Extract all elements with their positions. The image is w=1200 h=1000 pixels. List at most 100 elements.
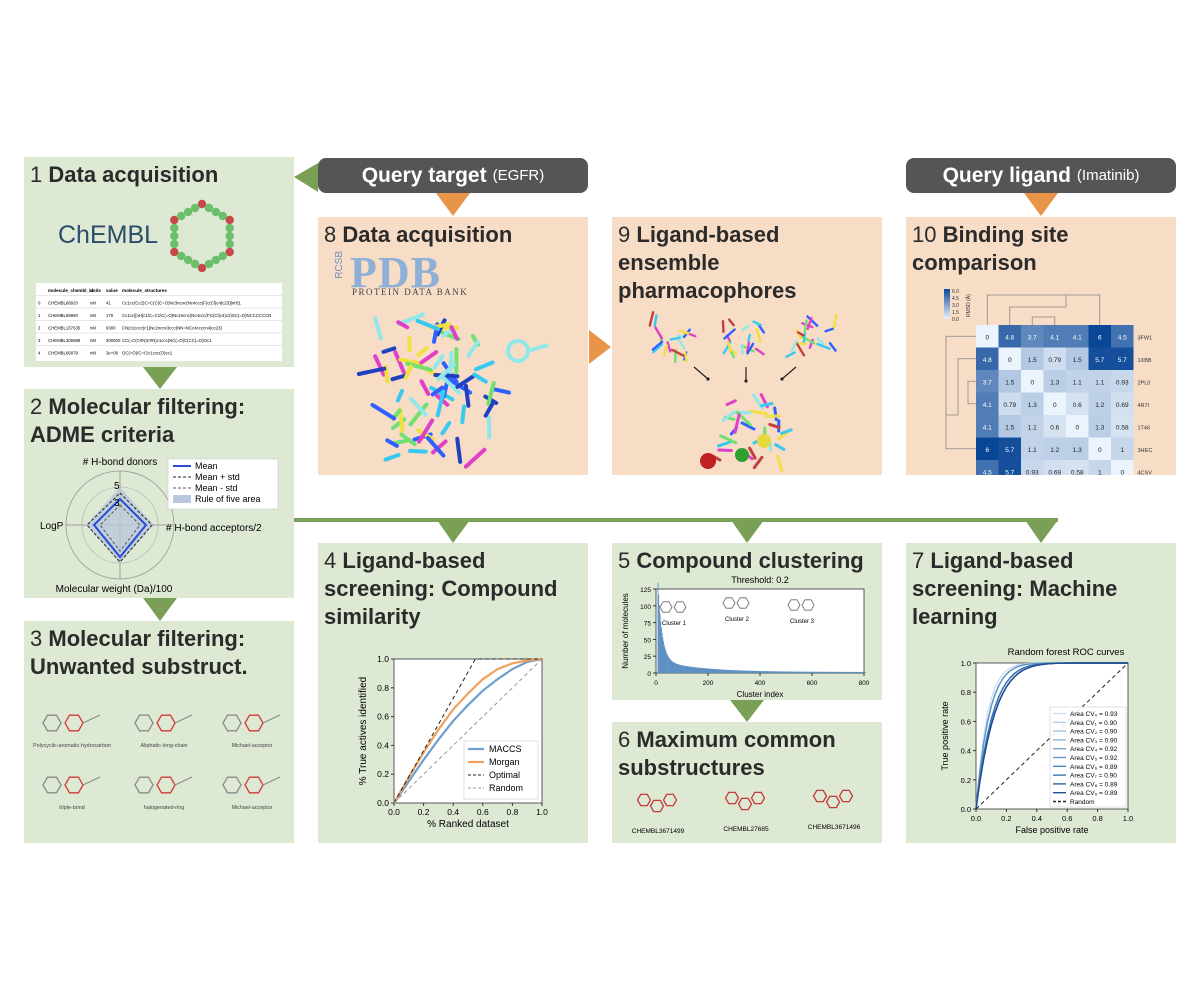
ligand-bond [407,336,412,353]
ligand-bond [398,357,422,366]
heatmap-row-label: 1T46 [1138,425,1151,431]
heatmap-value: 0 [1053,402,1057,409]
ligand-bond [373,354,386,377]
unwanted-molecule [42,776,101,794]
unwanted-label: Michael-acceptor [231,743,272,749]
ligand-bond [466,339,480,358]
table-cell: 4 [38,351,41,356]
pharma-bond [683,351,688,363]
radar-tick-5: 5 [114,481,120,492]
pharma-bond [795,342,806,357]
heatmap-value: 0.69 [1116,402,1129,409]
table-cell: OC(=O)/C=C/c1ccc(O)cc1 [122,351,173,356]
y-tick-label: 0.6 [377,712,389,722]
heatmap-cell [976,370,999,393]
pharma-sphere [757,434,771,448]
x-tick-label: 1.0 [536,807,548,817]
table-cell: CHEMBL68920 [48,301,78,306]
x-tick-label: 0.8 [506,807,518,817]
ligand-bond [385,438,399,448]
table-cell: 1 [38,313,41,318]
x-tick-label: 0.2 [418,807,430,817]
x-tick-label: 0.8 [1092,814,1102,823]
x-tick-label: 0.4 [1032,814,1042,823]
y-tick-label: 0.4 [961,747,971,756]
heatmap-cell [1066,370,1089,393]
table-cell: Cc1cc(Cc2)C=C(C(C=O)Nc3ncnc(Nc4ccc(F)c(C… [122,301,242,306]
rmsd-heatmap: 04.83.74.14.164.53FW13FW14.801.50.791.55… [944,289,1152,475]
pharma-bond [760,402,774,408]
heatmap-value: 1.3 [1028,402,1037,409]
colorbar-tick: 3.0 [952,303,959,309]
hex-dot [204,259,214,269]
pharma-bond [669,336,681,341]
ligand-structure-image [356,312,549,469]
heatmap-cell [1088,437,1111,460]
hex-dot [197,199,207,209]
ligand-bond [432,354,445,370]
pharma-bond [755,327,762,344]
panel-5-title: 5 Compound clustering [618,548,864,573]
panel-3-unwanted: 3 Molecular filtering:Unwanted substruct… [24,621,294,843]
roc-legend-label: Area CV₅ = 0.92 [1070,755,1118,762]
heatmap-cell [998,437,1021,460]
colorbar [944,289,950,319]
ligand-bond [472,372,488,384]
radar-mean [92,497,148,559]
table-cell: nM [90,313,96,318]
mcs-ring [838,789,854,803]
pharma-bond [752,455,764,470]
heatmap-value: 1.2 [1095,402,1104,409]
table-header-cell: value [106,288,118,293]
pharma-bond [803,319,808,333]
pharma-bond [746,341,751,353]
hex-dot [170,223,179,233]
colorbar-label: RMSD (Å) [965,294,972,317]
arrow-2-to-3 [143,598,177,621]
cluster-chart-title: Threshold: 0.2 [731,575,789,585]
ligand-bond [439,374,462,395]
heatmap-cell [976,460,999,475]
pharma-bond [832,314,838,331]
heatmap-value: 1.1 [1028,447,1037,454]
hex-dot [183,255,193,265]
arrow-to-5 [731,520,764,543]
ligand-bond [486,381,496,406]
ligand-bond [455,373,477,389]
ligand-bond [433,373,460,379]
query-ligand-header: Query ligand (Imatinib) [906,158,1176,193]
colorbar-tick: 0.0 [952,317,959,323]
ligand-bond [460,404,467,425]
heatmap-cell [998,392,1021,415]
query-ligand-label: Query ligand [942,163,1071,187]
table-cell: 41 [106,301,111,306]
y-axis-label: True positive rate [940,701,950,770]
hex-dot [170,247,179,257]
heatmap-cell [1021,392,1044,415]
pharmacophore-image [648,311,838,472]
mcs-ring [636,793,652,807]
pharma-bond [790,340,798,352]
y-axis-label: Number of molecules [621,593,630,669]
ligand-bond [356,366,387,376]
colorbar-tick: 6.0 [952,289,959,295]
heatmap-cell [1111,325,1134,348]
mcs-ring [662,793,678,807]
arrow-to-10 [1024,193,1058,216]
pharma-bond [662,344,669,357]
cluster-label: Cluster 1 [662,621,687,627]
cluster-molecule [659,601,673,613]
roc-legend-label: Area CV₇ = 0.90 [1070,773,1117,780]
heatmap-value: 5.7 [1005,447,1014,454]
legend-label: Random [489,783,523,793]
heatmap-value: 0.79 [1003,402,1016,409]
heatmap-cell [1088,370,1111,393]
ligand-bond [463,447,487,469]
ligand-bond [440,421,452,436]
heatmap-value: 0.58 [1116,424,1129,431]
series-maccs [393,657,543,804]
heatmap-value: 6 [1098,334,1102,341]
